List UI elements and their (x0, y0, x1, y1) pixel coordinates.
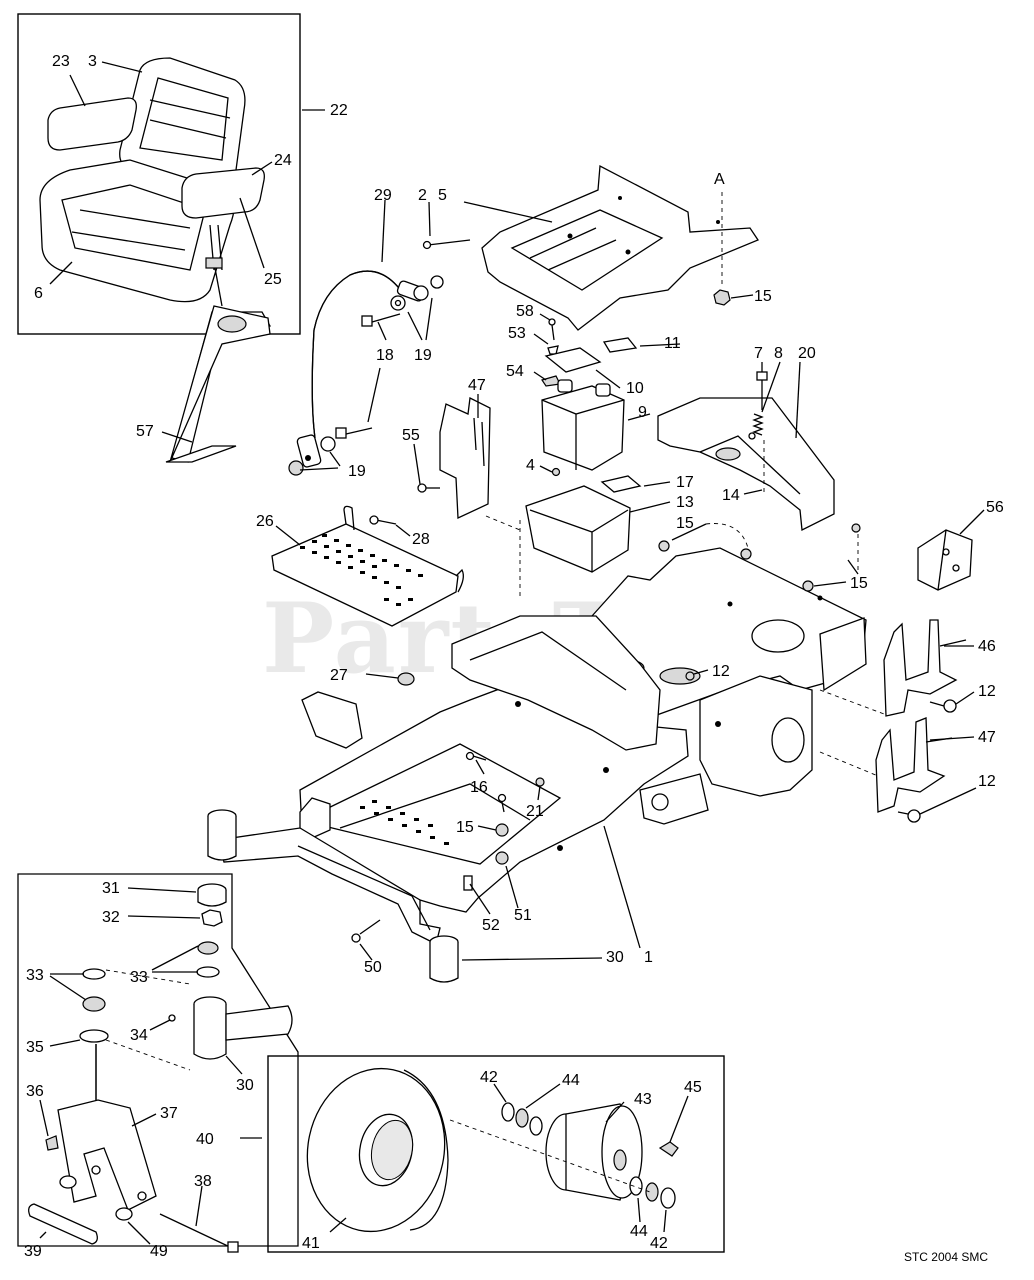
wheel-parts (306, 1067, 679, 1233)
callout-2: 2 (418, 187, 427, 204)
callout-6: 6 (34, 285, 43, 302)
caster-inset-border (17, 873, 299, 1247)
callout-9: 9 (638, 404, 647, 421)
callout-18: 18 (376, 347, 394, 364)
callout-15-front: 15 (456, 819, 474, 836)
seat-leaders (49, 61, 325, 307)
callout-23: 23 (52, 53, 70, 70)
caster-parts (28, 883, 293, 1253)
callout-46: 46 (978, 638, 996, 655)
foot-plate-26 (271, 505, 464, 627)
frame-hardware (397, 515, 885, 891)
callout-8: 8 (774, 345, 783, 362)
callout-28: 28 (412, 531, 430, 548)
callout-30-axle: 30 (606, 949, 624, 966)
bracket-56 (917, 529, 973, 591)
callout-20: 20 (798, 345, 816, 362)
callout-15-right: 15 (850, 575, 868, 592)
callout-44-bottom: 44 (630, 1223, 648, 1240)
battery-cable (288, 270, 444, 476)
callout-37: 37 (160, 1105, 178, 1122)
callout-51: 51 (514, 907, 532, 924)
seat-plate (422, 164, 759, 331)
callout-56: 56 (986, 499, 1004, 516)
callout-12-upper-right: 12 (978, 683, 996, 700)
callout-14: 14 (722, 487, 740, 504)
callout-19-top: 19 (414, 347, 432, 364)
callout-11: 11 (664, 335, 681, 352)
bracket-47-upper (417, 397, 491, 519)
callout-58: 58 (516, 303, 534, 320)
main-frame-1 (299, 547, 867, 913)
front-axle-30 (207, 809, 459, 983)
callout-16: 16 (470, 779, 488, 796)
callout-42-top: 42 (480, 1069, 498, 1086)
callout-17: 17 (676, 474, 694, 491)
callout-34: 34 (130, 1027, 148, 1044)
callout-12-lower-right: 12 (978, 773, 996, 790)
callout-47-upper: 47 (468, 377, 486, 394)
callout-35: 35 (26, 1039, 44, 1056)
callout-45: 45 (684, 1079, 702, 1096)
callout-3: 3 (88, 53, 97, 70)
callout-50: 50 (364, 959, 382, 976)
callout-24: 24 (274, 152, 292, 169)
callout-19-bottom: 19 (348, 463, 366, 480)
callout-44-top: 44 (562, 1072, 580, 1089)
callout-40: 40 (196, 1131, 214, 1148)
callout-38: 38 (194, 1173, 212, 1190)
callout-7: 7 (754, 345, 763, 362)
callout-22: 22 (330, 102, 348, 119)
callout-43: 43 (634, 1091, 652, 1108)
callout-49: 49 (150, 1243, 168, 1260)
bracket-57 (165, 305, 271, 463)
callout-36: 36 (26, 1083, 44, 1100)
seat-inset (17, 13, 301, 335)
callout-10: 10 (626, 380, 644, 397)
callout-27: 27 (330, 667, 348, 684)
callout-21: 21 (526, 803, 544, 820)
callout-33-left: 33 (26, 967, 44, 984)
callout-47-right: 47 (978, 729, 996, 746)
callout-15-plate: 15 (754, 288, 772, 305)
callout-30-spindle: 30 (236, 1077, 254, 1094)
callout-39: 39 (24, 1243, 42, 1260)
callout-A-plate: A (714, 171, 725, 188)
diagram-code: STC 2004 SMC (903, 1250, 988, 1264)
callout-42-bottom: 42 (650, 1235, 668, 1252)
callout-29: 29 (374, 187, 392, 204)
bracket-46 (883, 619, 967, 717)
callout-26: 26 (256, 513, 274, 530)
callout-13: 13 (676, 494, 694, 511)
callout-33-right: 33 (130, 969, 148, 986)
callout-1: 1 (644, 949, 653, 966)
bracket-47-right (875, 717, 953, 823)
callout-31: 31 (102, 880, 120, 897)
callout-15-upper: 15 (676, 515, 694, 532)
callout-5: 5 (438, 187, 447, 204)
wheel-inset-border (267, 1055, 725, 1253)
battery-parts (525, 318, 642, 573)
callout-52: 52 (482, 917, 500, 934)
callout-12-frame: 12 (712, 663, 730, 680)
callout-54: 54 (506, 363, 524, 380)
callout-32: 32 (102, 909, 120, 926)
callout-25: 25 (264, 271, 282, 288)
callout-57: 57 (136, 423, 154, 440)
callout-53: 53 (508, 325, 526, 342)
callout-55: 55 (402, 427, 420, 444)
callout-41: 41 (302, 1235, 320, 1252)
callout-4: 4 (526, 457, 535, 474)
